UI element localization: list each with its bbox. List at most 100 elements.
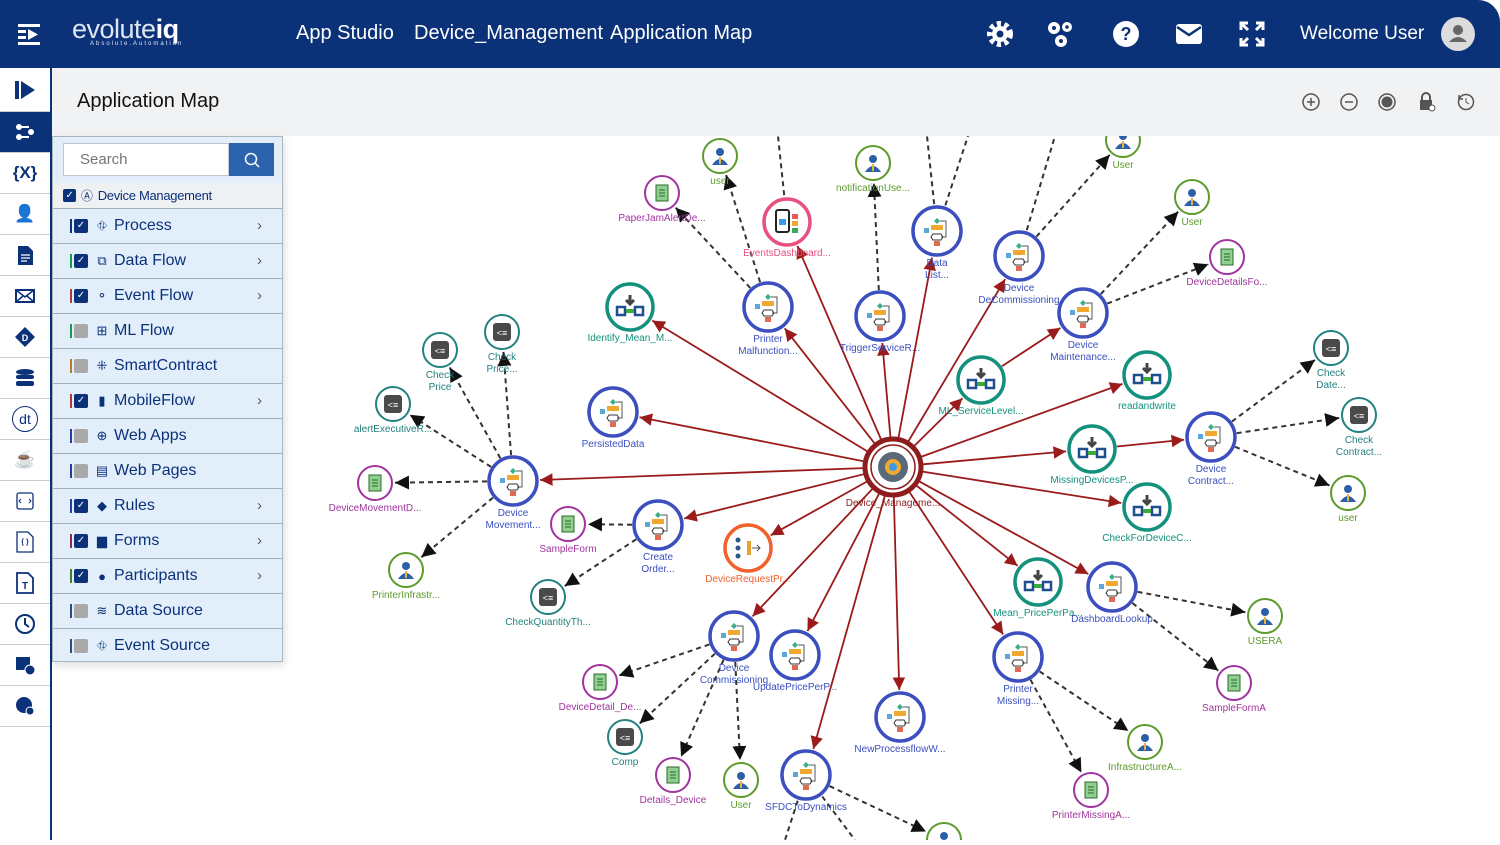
filter-checkbox[interactable]: ✓ xyxy=(74,254,88,268)
graph-node-user[interactable] xyxy=(927,823,961,840)
graph-node-user[interactable]: User xyxy=(1106,136,1140,171)
graph-node-rule[interactable]: <≡Comp xyxy=(608,720,642,768)
database-icon[interactable] xyxy=(0,358,50,399)
graph-node-form[interactable]: PaperJamAlertDe... xyxy=(618,176,705,224)
rules-icon[interactable]: D xyxy=(0,317,50,358)
play-icon[interactable] xyxy=(0,68,50,112)
chevron-right-icon[interactable]: › xyxy=(257,287,262,304)
filter-checkbox[interactable]: ✓ xyxy=(74,289,88,303)
graph-node-form[interactable]: DeviceMovementD... xyxy=(329,466,422,514)
text-file-icon[interactable]: T xyxy=(0,563,50,604)
globe-gear-icon[interactable] xyxy=(0,686,50,727)
chevron-right-icon[interactable]: › xyxy=(257,497,262,514)
zoom-in-icon[interactable] xyxy=(1301,92,1321,112)
clock-icon[interactable] xyxy=(0,604,50,645)
welcome-user[interactable]: Welcome User xyxy=(1300,23,1424,45)
zoom-out-icon[interactable] xyxy=(1339,92,1359,112)
filter-item-event-flow[interactable]: ✓⚬Event Flow› xyxy=(53,278,282,313)
mail-icon[interactable] xyxy=(0,276,50,317)
graph-node-form[interactable]: DeviceDetailsFo... xyxy=(1186,240,1267,288)
filter-checkbox[interactable] xyxy=(74,359,88,373)
menu-toggle-icon[interactable] xyxy=(18,22,44,46)
graph-node-process[interactable]: SFDCToDynamics xyxy=(765,751,847,813)
user-avatar[interactable] xyxy=(1441,17,1475,51)
document-icon[interactable] xyxy=(0,235,50,276)
search-button[interactable] xyxy=(229,143,274,176)
filter-checkbox[interactable] xyxy=(74,429,88,443)
filter-checkbox[interactable]: ✓ xyxy=(74,394,88,408)
graph-node-form[interactable]: SampleForm xyxy=(539,507,596,555)
graph-node-process[interactable]: UpdatePricePerP... xyxy=(753,631,837,693)
filter-checkbox[interactable]: ✓ xyxy=(74,219,88,233)
graph-node-rule[interactable]: <≡CheckQuantityTh... xyxy=(505,580,591,628)
filter-item-data-flow[interactable]: ✓⧉Data Flow› xyxy=(53,243,282,278)
graph-node-process[interactable]: TriggerServiceR... xyxy=(840,292,920,354)
graph-node-ml[interactable]: Identify_Mean_M... xyxy=(587,284,672,344)
graph-node-ml[interactable]: readandwrite xyxy=(1118,352,1176,412)
app-studio-link[interactable]: App Studio xyxy=(296,22,394,45)
graph-node-form[interactable]: SampleFormA xyxy=(1202,666,1266,714)
filter-item-mobileflow[interactable]: ✓▮MobileFlow› xyxy=(53,383,282,418)
flow-icon[interactable] xyxy=(0,112,50,153)
filter-checkbox[interactable]: ✓ xyxy=(74,499,88,513)
filter-item-participants[interactable]: ✓●Participants› xyxy=(53,558,282,593)
filter-checkbox[interactable]: ✓ xyxy=(74,569,88,583)
filter-item-ml-flow[interactable]: ⊞ML Flow xyxy=(53,313,282,348)
user-icon[interactable]: 👤 xyxy=(0,194,50,235)
graph-node-process[interactable]: NewProcessflowW... xyxy=(854,693,945,755)
center-icon[interactable] xyxy=(1377,92,1397,112)
mail-icon[interactable] xyxy=(1173,18,1205,50)
filter-checkbox[interactable] xyxy=(74,464,88,478)
graph-node-user[interactable]: User xyxy=(724,763,758,811)
graph-node-ml[interactable]: Mean_PricePerPa... xyxy=(993,559,1083,619)
dt-icon[interactable]: dt xyxy=(0,399,50,440)
chevron-right-icon[interactable]: › xyxy=(257,392,262,409)
settings-icon[interactable] xyxy=(984,18,1016,50)
chevron-right-icon[interactable]: › xyxy=(257,217,262,234)
java-icon[interactable]: ☕ xyxy=(0,440,50,481)
calendar-icon[interactable] xyxy=(0,645,50,686)
chevron-right-icon[interactable]: › xyxy=(257,532,262,549)
multi-gear-icon[interactable] xyxy=(1045,18,1077,50)
graph-node-user[interactable]: USERA xyxy=(1248,599,1283,647)
graph-node-user[interactable]: notificationUse... xyxy=(836,146,910,194)
help-icon[interactable]: ? xyxy=(1110,18,1142,50)
graph-node-app[interactable]: Device_Manageme... xyxy=(846,439,941,509)
graph-node-user[interactable]: User xyxy=(1175,180,1209,228)
reset-icon[interactable] xyxy=(1456,92,1476,112)
graph-node-ml[interactable]: ML_ServiceLevel... xyxy=(938,357,1023,417)
fullscreen-icon[interactable] xyxy=(1236,18,1268,50)
filter-item-data-source[interactable]: ≋Data Source xyxy=(53,593,282,628)
graph-node-rule[interactable]: <≡alertExecutiveR... xyxy=(354,387,432,435)
graph-node-user[interactable]: PrinterInfrastr... xyxy=(372,553,440,601)
graph-node-user[interactable]: InfrastructureA... xyxy=(1108,725,1182,773)
chevron-right-icon[interactable]: › xyxy=(257,567,262,584)
filter-item-process[interactable]: ✓⛗Process› xyxy=(53,208,282,243)
filter-item-event-source[interactable]: ⛗Event Source xyxy=(53,628,282,663)
filter-checkbox[interactable] xyxy=(74,639,88,653)
js-icon[interactable] xyxy=(0,481,50,522)
graph-node-event[interactable]: DeviceRequestPr... xyxy=(705,525,791,585)
filter-item-web-pages[interactable]: ▤Web Pages xyxy=(53,453,282,488)
root-checkbox[interactable]: ✓ xyxy=(63,189,76,202)
graph-node-process[interactable]: PersistedData xyxy=(582,388,645,450)
filter-item-forms[interactable]: ✓▆Forms› xyxy=(53,523,282,558)
css-icon[interactable]: { } xyxy=(0,522,50,563)
filter-checkbox[interactable] xyxy=(74,604,88,618)
graph-node-mobile[interactable]: EventsDashboard... xyxy=(743,199,831,259)
chevron-right-icon[interactable]: › xyxy=(257,252,262,269)
